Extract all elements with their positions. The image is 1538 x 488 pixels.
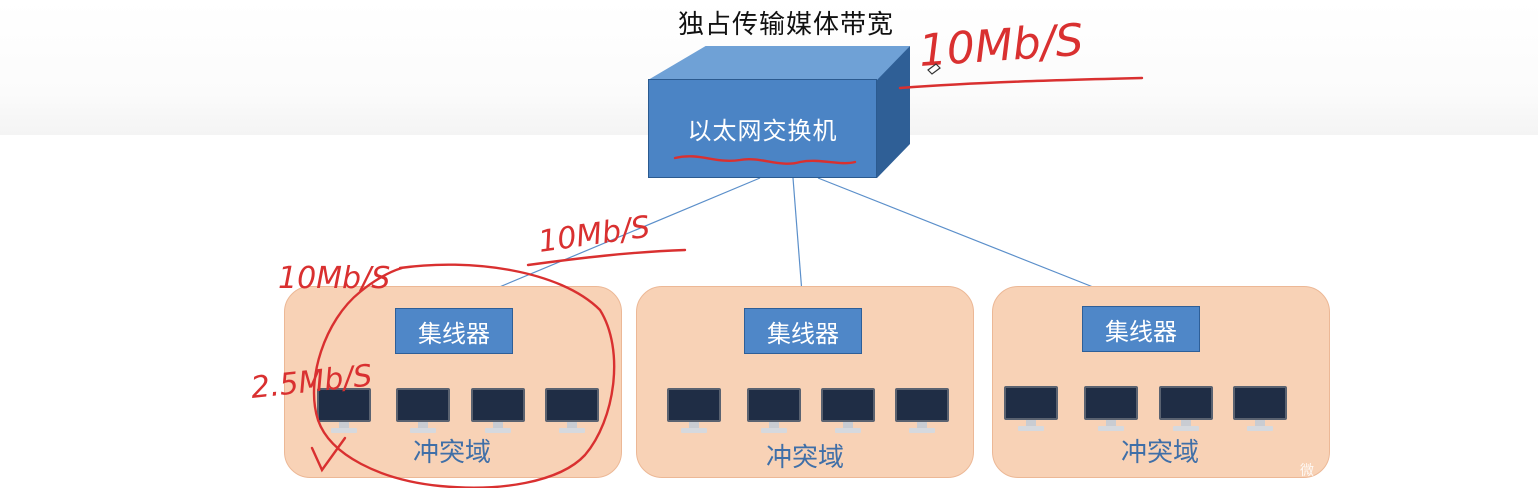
hub-bandwidth-note: 10Mb/S: [278, 261, 390, 296]
hub-3: 集线器: [1082, 306, 1200, 352]
switch-bandwidth-underline: [898, 76, 1144, 90]
computer-icon: [1084, 386, 1138, 434]
link-switch-hub3: [817, 177, 1142, 307]
collision-domain-label-3: 冲突域: [1120, 438, 1199, 468]
computer-icon: [1233, 386, 1287, 434]
uplink-bandwidth-underline: [526, 248, 687, 267]
computer-icon: [1159, 386, 1213, 434]
computer-icon: [895, 388, 949, 436]
computer-icon: [396, 388, 450, 436]
pencil-cursor-icon: [927, 63, 941, 75]
switch-bandwidth-note: 10Mb/S: [917, 15, 1085, 77]
computer-icon: [471, 388, 525, 436]
switch-label-underline: [673, 155, 857, 165]
check-mark: [310, 436, 347, 473]
computer-icon: [317, 388, 371, 436]
collision-domain-label-2: 冲突域: [765, 443, 844, 473]
computer-icon: [545, 388, 599, 436]
computer-icon: [821, 388, 875, 436]
computer-icon: [1004, 386, 1058, 434]
computer-icon: [667, 388, 721, 436]
hub-1: 集线器: [395, 308, 513, 354]
hub-2: 集线器: [744, 308, 862, 354]
computer-icon: [747, 388, 801, 436]
diagram-title: 独占传输媒体带宽: [677, 10, 894, 40]
link-switch-hub1: [453, 177, 761, 307]
watermark: 微: [1300, 463, 1314, 479]
collision-domain-label-1: 冲突域: [412, 438, 491, 468]
shared-bandwidth-note: 2.5Mb/S: [249, 358, 374, 406]
link-switch-hub2: [792, 177, 804, 307]
